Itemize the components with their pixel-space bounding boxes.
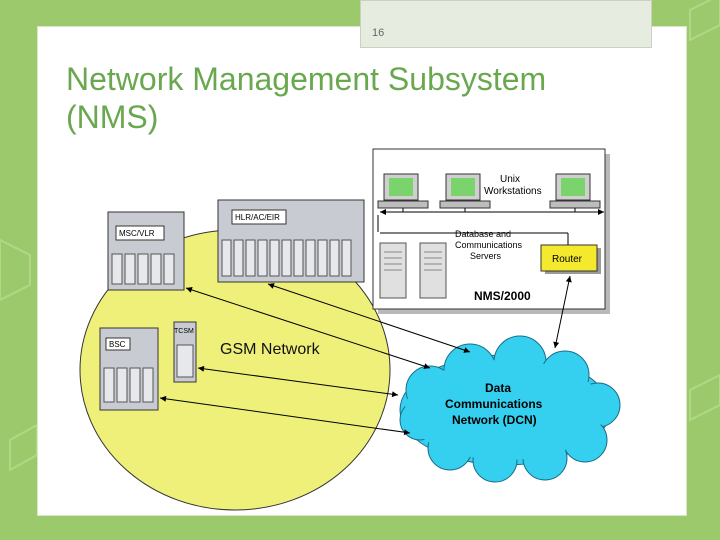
db-label-line-2: Communications	[455, 240, 523, 250]
unix-label-line-1: Unix	[500, 174, 520, 185]
slide-title-line-2: (NMS)	[66, 99, 159, 135]
hlr-label: HLR/AC/EIR	[235, 213, 280, 222]
dcn-cloud	[399, 335, 621, 483]
workstation-icon	[549, 173, 601, 212]
slide-number: 16	[372, 27, 385, 39]
bsc-label: BSC	[109, 340, 126, 349]
router-box	[540, 244, 598, 272]
dcn-label-line-2: Communications	[445, 397, 543, 411]
workstation-icon	[377, 173, 429, 212]
slide-title-line-1: Network Management Subsystem	[66, 61, 547, 97]
server-icon	[379, 242, 407, 299]
hlr-rack: HLR/AC/EIR	[217, 199, 365, 283]
tcsm-rack: TCSM	[173, 321, 197, 383]
connector-bsc-dcn	[159, 395, 411, 436]
unix-label-line-2: Workstations	[484, 186, 542, 197]
gsm-network-label: GSM Network	[220, 341, 321, 358]
nms-2000-box: Unix Workstations Database and Communica…	[372, 148, 610, 314]
connector-hlr-dcn	[267, 283, 471, 353]
bsc-rack: BSC	[99, 327, 159, 411]
router-label: Router	[552, 254, 583, 265]
tcsm-label: TCSM	[174, 328, 194, 335]
msc-vlr-label: MSC/VLR	[119, 229, 155, 238]
nms-2000-label: NMS/2000	[474, 289, 531, 303]
msc-vlr-rack: MSC/VLR	[107, 211, 185, 291]
dcn-label-line-3: Network (DCN)	[452, 413, 537, 427]
connector-tcsm-dcn	[197, 365, 399, 398]
db-label-line-1: Database and	[455, 229, 511, 239]
slide-header-bar	[360, 0, 652, 48]
dcn-label-line-1: Data	[485, 381, 511, 395]
connector-router-dcn	[553, 275, 572, 349]
slide-title: Network Management Subsystem (NMS)	[66, 60, 646, 136]
db-label-line-3: Servers	[470, 251, 502, 261]
workstation-icon	[439, 173, 491, 212]
server-icon	[419, 242, 447, 299]
